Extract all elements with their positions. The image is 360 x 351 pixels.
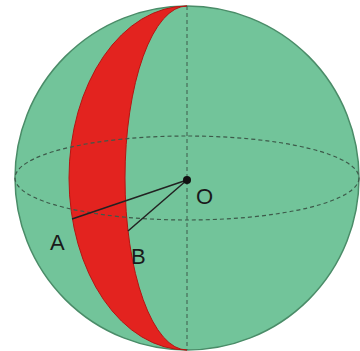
point-label: B <box>131 246 146 268</box>
center-dot <box>183 176 191 184</box>
radius-oa <box>72 180 187 219</box>
radius-ob <box>128 180 187 231</box>
sphere <box>15 6 359 350</box>
center-label: O <box>196 186 213 208</box>
spherical-lune <box>69 6 187 350</box>
point-label: A <box>50 232 65 254</box>
